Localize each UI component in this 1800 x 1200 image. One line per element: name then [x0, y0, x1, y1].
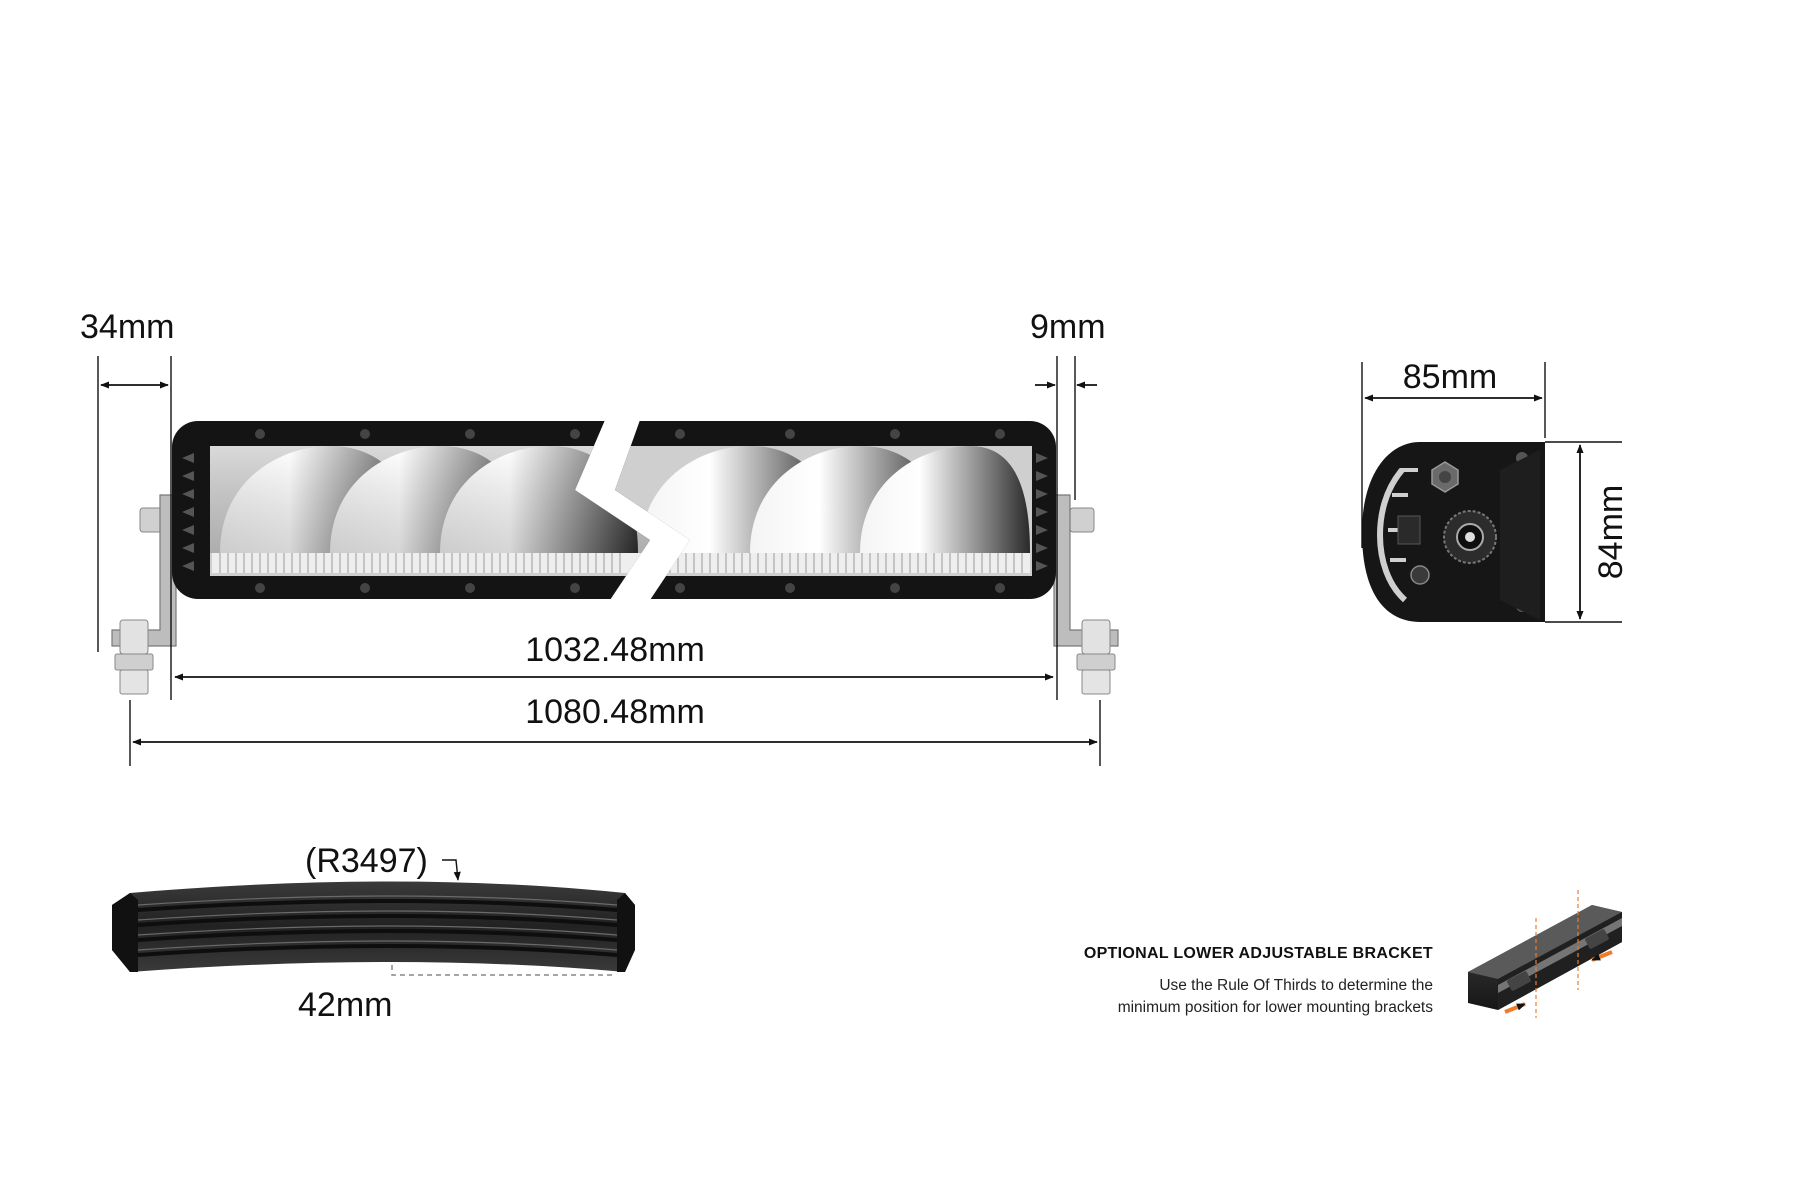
inner-length-dimension: 1032.48mm: [174, 631, 1054, 681]
side-height-label: 84mm: [1592, 485, 1630, 579]
light-bar-housing-right: [615, 421, 1056, 599]
side-width-label: 85mm: [1403, 358, 1497, 396]
side-view-bracket: [1362, 442, 1545, 622]
right-mount-bracket: [1053, 494, 1119, 695]
overall-length-label: 1080.48mm: [525, 693, 705, 731]
note-title: OPTIONAL LOWER ADJUSTABLE BRACKET: [1084, 945, 1433, 962]
curve-depth-label: 42mm: [298, 986, 392, 1024]
front-view-light-bar: 34mm 9mm 1032.48mm 1080.48mm: [80, 308, 1119, 766]
right-offset-label: 9mm: [1030, 308, 1106, 346]
curve-depth-dimension: 42mm: [298, 965, 612, 1024]
bracket-illustration: [1468, 890, 1622, 1018]
right-offset-dimension: 9mm: [1030, 308, 1106, 700]
side-width-dimension: 85mm: [1361, 358, 1546, 548]
note-line-2: minimum position for lower mounting brac…: [1118, 999, 1434, 1016]
inner-length-label: 1032.48mm: [525, 631, 705, 669]
note-line-1: Use the Rule Of Thirds to determine the: [1159, 977, 1433, 994]
side-height-dimension: 84mm: [1545, 441, 1630, 623]
curved-top-view: (R3497) 42mm: [112, 842, 635, 1024]
left-mount-bracket: [111, 494, 177, 695]
overall-length-dimension: 1080.48mm: [129, 693, 1101, 766]
optional-bracket-note: OPTIONAL LOWER ADJUSTABLE BRACKET Use th…: [1084, 890, 1622, 1018]
left-offset-label: 34mm: [80, 308, 174, 346]
side-view: 85mm 84mm: [1361, 358, 1630, 623]
left-offset-dimension: 34mm: [80, 308, 174, 700]
curve-radius-callout: (R3497): [305, 842, 461, 881]
curve-radius-label: (R3497): [305, 842, 428, 880]
